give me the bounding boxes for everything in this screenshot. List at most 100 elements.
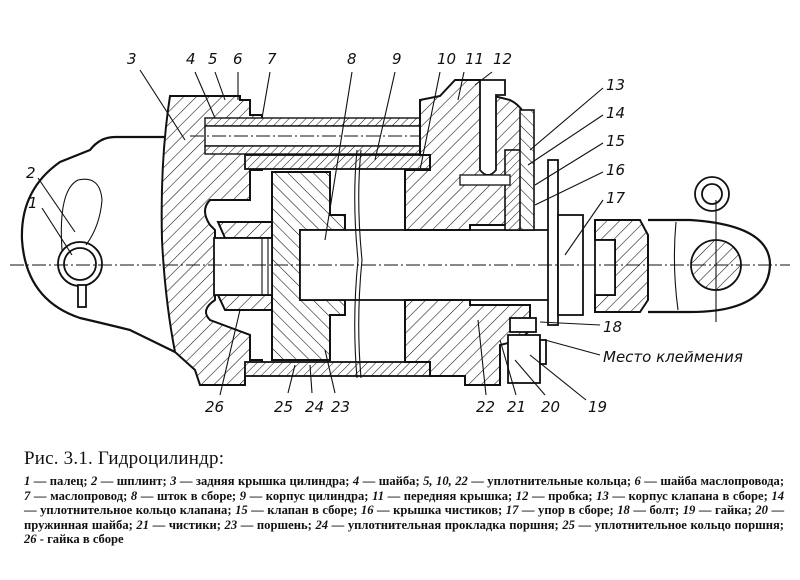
legend-item: 1 — палец; <box>24 474 91 488</box>
legend-item-text: — передняя крышка; <box>384 488 516 503</box>
legend-item-number: 20 <box>755 503 768 518</box>
callout-8: 8 <box>347 50 357 68</box>
legend-item-text: — корпус цилиндра; <box>246 488 373 503</box>
figure-legend: 1 — палец; 2 — шплинт; 3 — задняя крышка… <box>24 474 784 547</box>
legend-item-text: — палец; <box>30 474 92 488</box>
callout-12: 12 <box>493 50 512 68</box>
legend-item-number: 9 <box>239 488 247 503</box>
legend-item-number: 16 <box>360 503 374 518</box>
callout-25: 25 <box>274 398 293 416</box>
legend-item-text: — болт; <box>629 503 683 518</box>
callout-9: 9 <box>392 50 402 68</box>
legend-item: 7 — маслопровод; <box>24 489 131 503</box>
callout-7: 7 <box>267 50 277 68</box>
legend-item-text: — уплотнительное кольцо поршня; <box>574 517 784 532</box>
legend-item-text: — шток в сборе; <box>137 488 240 503</box>
legend-item: 20 — пружинная шайба; <box>24 503 784 532</box>
legend-item-number: 15 <box>235 503 248 518</box>
legend-item-text: — упор в сборе; <box>518 503 618 518</box>
leader-lines <box>37 69 604 401</box>
wiper-cover <box>519 109 535 231</box>
callout-20: 20 <box>541 398 560 416</box>
callout-19: 19 <box>588 398 607 416</box>
callout-24: 24 <box>305 398 324 416</box>
legend-item-number: 24 <box>315 517 329 532</box>
callout-10: 10 <box>437 50 456 68</box>
legend-item-number: 5, 10, 22 <box>423 474 468 488</box>
legend-item: 21 — чистики; <box>136 518 224 532</box>
callout-1: 1 <box>28 194 38 212</box>
callout-13: 13 <box>606 76 625 94</box>
legend-item-text: — уплотнительная прокладка поршня; <box>328 517 563 532</box>
callout-15: 15 <box>606 132 625 150</box>
legend-item-text: — уплотнительное кольцо клапана; <box>24 503 236 518</box>
callout-14: 14 <box>606 104 625 122</box>
legend-item: 12 — пробка; <box>516 489 596 503</box>
callout-2: 2 <box>26 164 36 182</box>
legend-item-number: 2 <box>91 474 98 488</box>
legend-item-text: — пробка; <box>528 488 597 503</box>
legend-item: 2 — шплинт; <box>91 474 170 488</box>
callout-21: 21 <box>507 398 526 416</box>
legend-item: 4 — шайба; <box>353 474 423 488</box>
front-cover-lower <box>404 299 531 386</box>
rod-thread <box>213 237 273 296</box>
legend-item-text: — маслопровод; <box>30 488 131 503</box>
legend-item-number: 7 <box>24 488 31 503</box>
hydraulic-cylinder-drawing: 3 4 5 6 7 8 9 10 11 12 13 14 15 16 17 18… <box>10 50 790 416</box>
legend-item: 9 — корпус цилиндра; <box>240 489 372 503</box>
legend-item: 14 — уплотнительное кольцо клапана; <box>24 489 784 518</box>
legend-item: 11 — передняя крышка; <box>372 489 516 503</box>
callout-11: 11 <box>465 50 484 68</box>
legend-item-text: — поршень; <box>237 517 316 532</box>
legend-item-text: — чистики; <box>149 517 225 532</box>
callout-16: 16 <box>606 161 625 179</box>
legend-item-number: 4 <box>352 474 360 488</box>
legend-item-text: — задняя крышка цилиндра; <box>176 474 353 488</box>
legend-item: 16 — крышка чистиков; <box>361 503 506 517</box>
legend-item: 8 — шток в сборе; <box>131 489 240 503</box>
legend-item-number: 1 <box>24 474 31 488</box>
legend-item: 3 — задняя крышка цилиндра; <box>170 474 353 488</box>
legend-item: 23 — поршень; <box>225 518 316 532</box>
legend-item-number: 13 <box>596 488 609 503</box>
legend-item: 18 — болт; <box>617 503 682 517</box>
figure-caption: Рис. 3.1. Гидроцилиндр: 1 — палец; 2 — ш… <box>24 448 784 547</box>
legend-item-text: - гайка в сборе <box>36 532 124 547</box>
rear-eye-lug <box>20 135 176 353</box>
legend-item: 24 — уплотнительная прокладка поршня; <box>315 518 562 532</box>
callout-5: 5 <box>208 50 218 68</box>
valve <box>459 174 511 186</box>
legend-item-number: 25 <box>562 517 575 532</box>
cylinder-body-bottom <box>244 361 431 377</box>
bolt <box>509 317 537 333</box>
legend-item: 17 — упор в сборе; <box>506 503 617 517</box>
callout-26: 26 <box>205 398 224 416</box>
legend-item-number: 3 <box>170 474 177 488</box>
callout-4: 4 <box>186 50 196 68</box>
legend-item-text: — клапан в сборе; <box>247 503 361 518</box>
marking-place-note: Место клеймения <box>603 348 743 366</box>
legend-item: 6 — шайба маслопровода; <box>635 474 785 488</box>
legend-item-number: 21 <box>136 517 150 532</box>
callout-23: 23 <box>331 398 350 416</box>
legend-item: 5, 10, 22 — уплотнительные кольца; <box>423 474 634 488</box>
legend-item: 26 - гайка в сборе <box>24 532 124 546</box>
legend-item-text: — гайка; <box>695 503 756 518</box>
legend-item-text: — шплинт; <box>97 474 171 488</box>
legend-item-number: 23 <box>224 517 238 532</box>
legend-item-number: 6 <box>634 474 641 488</box>
callout-22: 22 <box>476 398 495 416</box>
callout-17: 17 <box>606 189 626 207</box>
legend-item-number: 14 <box>771 488 784 503</box>
legend-item-text: — крышка чистиков; <box>373 503 506 518</box>
legend-item-number: 26 <box>24 532 37 547</box>
legend-item: 15 — клапан в сборе; <box>235 503 361 517</box>
legend-item-number: 11 <box>372 488 384 503</box>
stop-plate <box>547 159 559 326</box>
legend-item: 19 — гайка; <box>683 503 756 517</box>
legend-item-text: — уплотнительные кольца; <box>467 474 635 488</box>
legend-item-text: — шайба маслопровода; <box>640 474 785 488</box>
legend-item-text: — корпус клапана в сборе; <box>608 488 772 503</box>
rear-cover <box>160 95 263 386</box>
